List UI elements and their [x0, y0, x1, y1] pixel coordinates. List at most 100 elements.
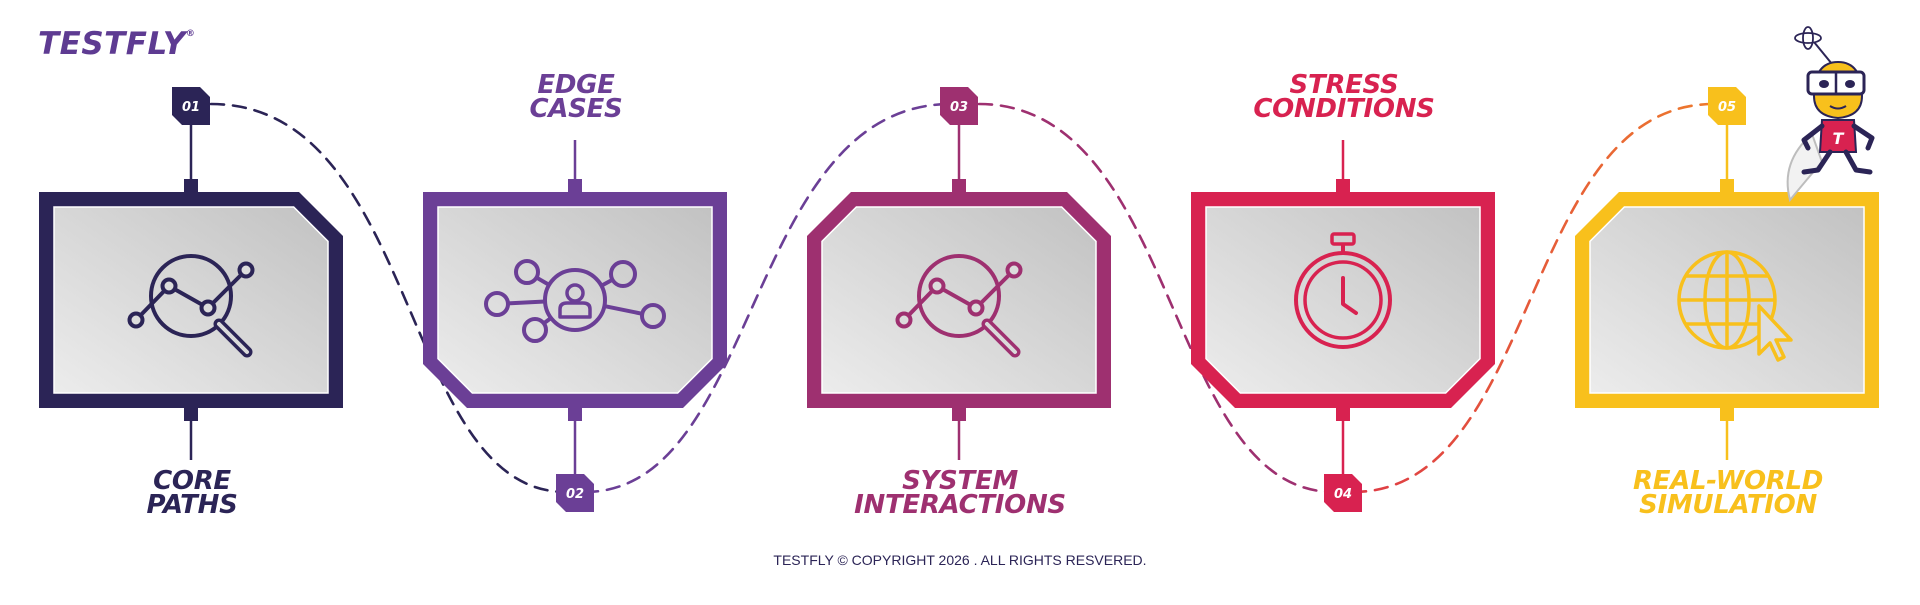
stopwatch-face [1303, 260, 1383, 340]
step-1-number-badge: 01 [172, 87, 210, 125]
mascot-leg-right [1843, 149, 1873, 175]
stopwatch-case [1294, 251, 1392, 349]
user-head [565, 283, 585, 303]
mascot-eye-right [1845, 80, 1855, 88]
step-1-label-line-2: PATHS [146, 490, 238, 520]
magnifier-lens [149, 254, 233, 338]
step-4-label-line-2: CONDITIONS [1253, 94, 1435, 124]
step-4-number: 04 [1334, 487, 1352, 502]
mascot-icon: T [1786, 26, 1875, 203]
step-4-bottom-tab [1336, 407, 1350, 421]
step-1-bottom-tab [184, 407, 198, 421]
step-3-label: SYSTEM INTERACTIONS [800, 466, 1120, 520]
stopwatch-icon [1294, 232, 1392, 349]
network-node-3 [522, 317, 548, 343]
magnifier-chart-icon [127, 254, 255, 358]
step-5-bottom-tab [1720, 407, 1734, 421]
brand-name: TESTFLY [38, 26, 186, 62]
mascot-body [1818, 119, 1858, 153]
network-link-5 [603, 304, 643, 316]
step-2-bottom-tab [568, 407, 582, 421]
mascot-leg-left [1801, 149, 1833, 175]
number-badge-shape [1324, 474, 1362, 512]
step-4-card: 04 [1191, 140, 1495, 512]
step-1-label-line-1: CORE [153, 466, 231, 496]
globe-cursor-icon [1677, 250, 1793, 362]
trend-point-1 [895, 311, 913, 329]
brand-logo: TESTFLY® [38, 26, 195, 62]
step-3-number: 03 [950, 100, 968, 115]
magnifier-handle-inner [217, 322, 249, 354]
user-body [558, 301, 592, 319]
step-1-card: 01 [39, 87, 343, 460]
number-badge-shape [1708, 87, 1746, 125]
step-3-top-tab [952, 179, 966, 193]
mascot-chest-badge: T [1833, 129, 1845, 148]
trend-point-4 [237, 261, 255, 279]
mascot-arm-left [1801, 123, 1825, 151]
step-5-number: 05 [1718, 100, 1736, 115]
network-node-1 [514, 259, 540, 285]
network-link-4 [600, 277, 614, 288]
network-node-4 [609, 260, 637, 288]
step-2-card: 02 [423, 140, 727, 512]
step-3-number-badge: 03 [940, 87, 978, 125]
step-5-top-tab [1720, 179, 1734, 193]
mascot-eye-left [1819, 80, 1829, 88]
network-link-1 [535, 275, 551, 287]
step-4-label-line-1: STRESS [1289, 70, 1399, 100]
mascot-arm-right [1851, 123, 1875, 151]
step-2-label-line-1: EDGE [537, 70, 615, 100]
trend-point-1 [127, 311, 145, 329]
network-node-2 [484, 291, 510, 317]
stopwatch-hands [1341, 276, 1358, 315]
step-5-card: 05 [1575, 87, 1879, 460]
step-2-number-badge: 02 [556, 474, 594, 512]
step-5-label: REAL-WORLD SIMULATION [1568, 466, 1888, 520]
mascot-propeller-a [1794, 32, 1822, 44]
step-3-bottom-tab [952, 407, 966, 421]
user-network-icon [484, 259, 666, 343]
number-badge-shape [556, 474, 594, 512]
number-badge-shape [940, 87, 978, 125]
step-4-top-tab [1336, 179, 1350, 193]
network-link-2 [507, 299, 546, 306]
step-3-label-line-2: INTERACTIONS [854, 490, 1066, 520]
step-2-top-tab [568, 179, 582, 193]
step-5-number-badge: 05 [1708, 87, 1746, 125]
step-4-label: STRESS CONDITIONS [1184, 70, 1504, 124]
step-1-number: 01 [182, 100, 200, 115]
step-2-label: EDGE CASES [416, 70, 736, 124]
mascot-smile [1829, 105, 1847, 110]
trend-point-2 [928, 277, 946, 295]
step-2-number: 02 [566, 487, 584, 502]
connector-arc-2-3 [583, 102, 953, 494]
cursor-arrow [1757, 304, 1793, 362]
step-3-card: 03 [807, 87, 1111, 460]
trend-point-4 [1005, 261, 1023, 279]
brand-registered-mark: ® [185, 29, 196, 39]
network-hub [543, 268, 607, 332]
step-3-label-line-1: SYSTEM [902, 466, 1018, 496]
connector-arc-3-4 [977, 102, 1336, 494]
trend-point-3 [967, 299, 985, 317]
trend-line [134, 268, 248, 322]
step-5-label-line-1: REAL-WORLD [1632, 466, 1824, 496]
mascot-antenna [1813, 41, 1833, 65]
copyright-footer: TESTFLY © COPYRIGHT 2026 . ALL RIGHTS RE… [773, 552, 1147, 568]
number-badge-shape [172, 87, 210, 125]
trend-line [902, 268, 1016, 322]
magnifier-lens [917, 254, 1001, 338]
trend-point-2 [160, 277, 178, 295]
network-node-5 [640, 303, 666, 329]
step-2-label-line-2: CASES [529, 94, 623, 124]
step-4-number-badge: 04 [1324, 474, 1362, 512]
connector-arc-4-5 [1351, 102, 1716, 494]
step-1-top-tab [184, 179, 198, 193]
trend-point-3 [199, 299, 217, 317]
magnifier-handle-inner [985, 322, 1017, 354]
step-5-label-line-2: SIMULATION [1639, 490, 1817, 520]
magnifier-chart-icon [895, 254, 1023, 358]
